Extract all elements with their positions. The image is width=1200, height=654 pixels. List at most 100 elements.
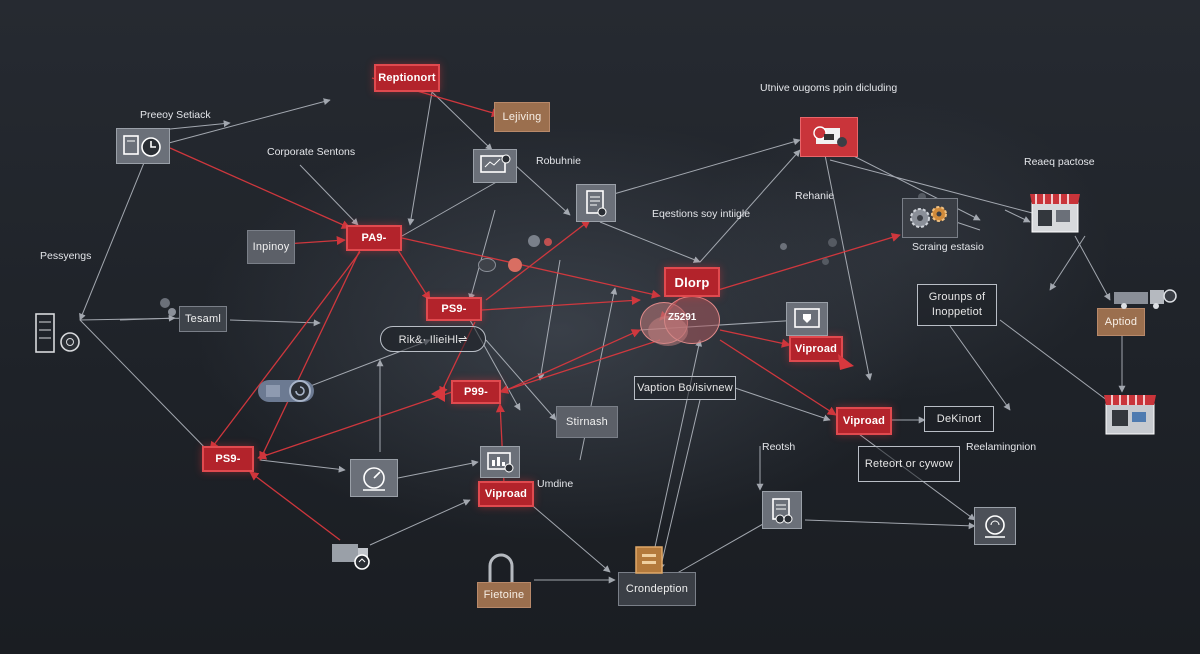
- connector-edge: [599, 138, 801, 199]
- connector-edge: [658, 399, 701, 571]
- connector-edge: [519, 494, 611, 573]
- node-viproad-right[interactable]: Viproad: [836, 407, 892, 435]
- connector-edge: [829, 159, 1041, 217]
- connector-edge: [485, 339, 557, 421]
- node-inpinoy[interactable]: Inpinoy: [247, 230, 295, 264]
- connector-edge: [664, 519, 771, 581]
- node-reteort-box[interactable]: Reteort or cywow: [858, 446, 960, 482]
- connector-edge: [229, 319, 321, 327]
- connector-edge: [949, 325, 1011, 411]
- monitor-cloud-icon[interactable]: [800, 117, 858, 157]
- shop-icon[interactable]: [1102, 392, 1158, 438]
- gauge-icon[interactable]: [350, 459, 398, 497]
- node-small-red-1[interactable]: PS9-: [426, 297, 482, 321]
- connector-edge: [719, 339, 837, 416]
- connector-edge: [249, 471, 341, 541]
- label-corporate-sentons: Corporate Sentons: [267, 146, 356, 158]
- label-reotsh: Reotsh: [762, 441, 796, 453]
- node-pa-box[interactable]: PA9-: [346, 225, 402, 251]
- connector-edge: [394, 179, 501, 241]
- box-icon[interactable]: [633, 544, 665, 576]
- connector-edge: [485, 219, 591, 301]
- connector-edge: [499, 339, 661, 394]
- connector-edge: [401, 237, 661, 299]
- globe-monitor-icon[interactable]: [974, 507, 1016, 545]
- connector-edge: [119, 314, 176, 322]
- node-fietoine[interactable]: Fietoine: [477, 582, 531, 608]
- node-crondeption[interactable]: Crondeption: [618, 572, 696, 606]
- server-icon[interactable]: [30, 312, 84, 356]
- truck-small-icon[interactable]: [330, 536, 374, 572]
- monitor-chart-icon[interactable]: [480, 446, 520, 478]
- connector-edge: [299, 164, 359, 226]
- node-viproad-mid[interactable]: Viproad: [789, 336, 843, 362]
- connector-edge: [649, 339, 703, 571]
- node-small-red-2[interactable]: P99-: [451, 380, 501, 404]
- node-viproad-bottom[interactable]: Viproad: [478, 481, 534, 507]
- node-dlorp[interactable]: Dlorp: [664, 267, 720, 297]
- connector-edge: [259, 249, 361, 461]
- node-dekinort[interactable]: DeKinort: [924, 406, 994, 432]
- node-tesaml[interactable]: Tesaml: [179, 306, 227, 332]
- node-small-red-3[interactable]: PS9-: [202, 446, 254, 472]
- connector-edge: [999, 319, 1121, 411]
- label-rehanie: Rehanie: [795, 190, 835, 202]
- label-preeoy-setiack: Preeoy Setiack: [140, 109, 211, 121]
- connector-edge: [79, 319, 213, 456]
- label-top-right-caption: Utnive ougoms ppin dicluding: [760, 82, 898, 94]
- gears-icon[interactable]: [902, 198, 958, 238]
- label-scraing-estasio: Scraing estasio: [912, 241, 984, 253]
- connector-edge: [169, 147, 351, 229]
- connector-edge: [599, 221, 701, 263]
- connector-edge: [369, 499, 471, 546]
- shield-icon[interactable]: [786, 302, 828, 336]
- lock-icon: [482, 552, 520, 584]
- storefront-icon[interactable]: [1028, 190, 1082, 236]
- connector-edge: [257, 391, 453, 460]
- decor-dot: [478, 258, 496, 272]
- cloud-label: Z5291: [668, 312, 697, 323]
- node-stirnash[interactable]: Stirnash: [556, 406, 618, 438]
- node-lejiving[interactable]: Lejiving: [494, 102, 550, 132]
- connector-edge: [149, 98, 331, 149]
- connector-edge: [717, 233, 901, 291]
- computer-clock-icon[interactable]: [116, 128, 170, 164]
- connector-edge: [804, 519, 976, 530]
- clipboard-icon[interactable]: [762, 491, 802, 529]
- decor-dot: [168, 308, 176, 316]
- node-aptiod[interactable]: Aptiod: [1097, 308, 1145, 336]
- decor-dot: [918, 193, 926, 201]
- monitor-icon[interactable]: [473, 149, 517, 183]
- decor-dot: [780, 243, 787, 250]
- decor-dot: [508, 258, 522, 272]
- connector-edge: [719, 329, 791, 348]
- connector-edge: [481, 295, 641, 311]
- label-pessyengs: Pessyengs: [40, 250, 92, 262]
- connector-edge: [397, 249, 431, 301]
- truck-icon[interactable]: [1112, 286, 1178, 310]
- node-grounps-box[interactable]: Grounps of Inoppetiot: [917, 284, 997, 326]
- connector-edge: [79, 147, 151, 321]
- node-grounps-label: Grounps of Inoppetiot: [928, 291, 986, 318]
- connector-edge: [397, 459, 479, 479]
- decor-dot: [160, 298, 170, 308]
- decor-dot: [828, 238, 837, 247]
- decor-dot: [822, 258, 829, 265]
- toggle-icon[interactable]: [256, 376, 320, 406]
- label-umdine: Umdine: [537, 478, 574, 490]
- connector-edge: [1004, 209, 1031, 223]
- document-icon[interactable]: [576, 184, 616, 222]
- connector-edge: [431, 91, 493, 151]
- connector-edge: [1049, 235, 1086, 291]
- connector-edge: [468, 209, 496, 301]
- arrow-head-mark: [431, 386, 445, 402]
- node-pill-red[interactable]: Rik&· IlieiHl⇌: [380, 326, 486, 352]
- label-reelamingnion: Reelamingnion: [966, 441, 1037, 453]
- cloud-shape: [648, 316, 688, 346]
- node-reptionort[interactable]: Reptionort: [374, 64, 440, 92]
- label-reaeq-pactose: Reaeq pactose: [1024, 156, 1095, 168]
- connector-edge: [699, 149, 801, 263]
- node-vaption-box[interactable]: Vaption Bo/isivnew: [634, 376, 736, 400]
- decor-dot: [544, 238, 552, 246]
